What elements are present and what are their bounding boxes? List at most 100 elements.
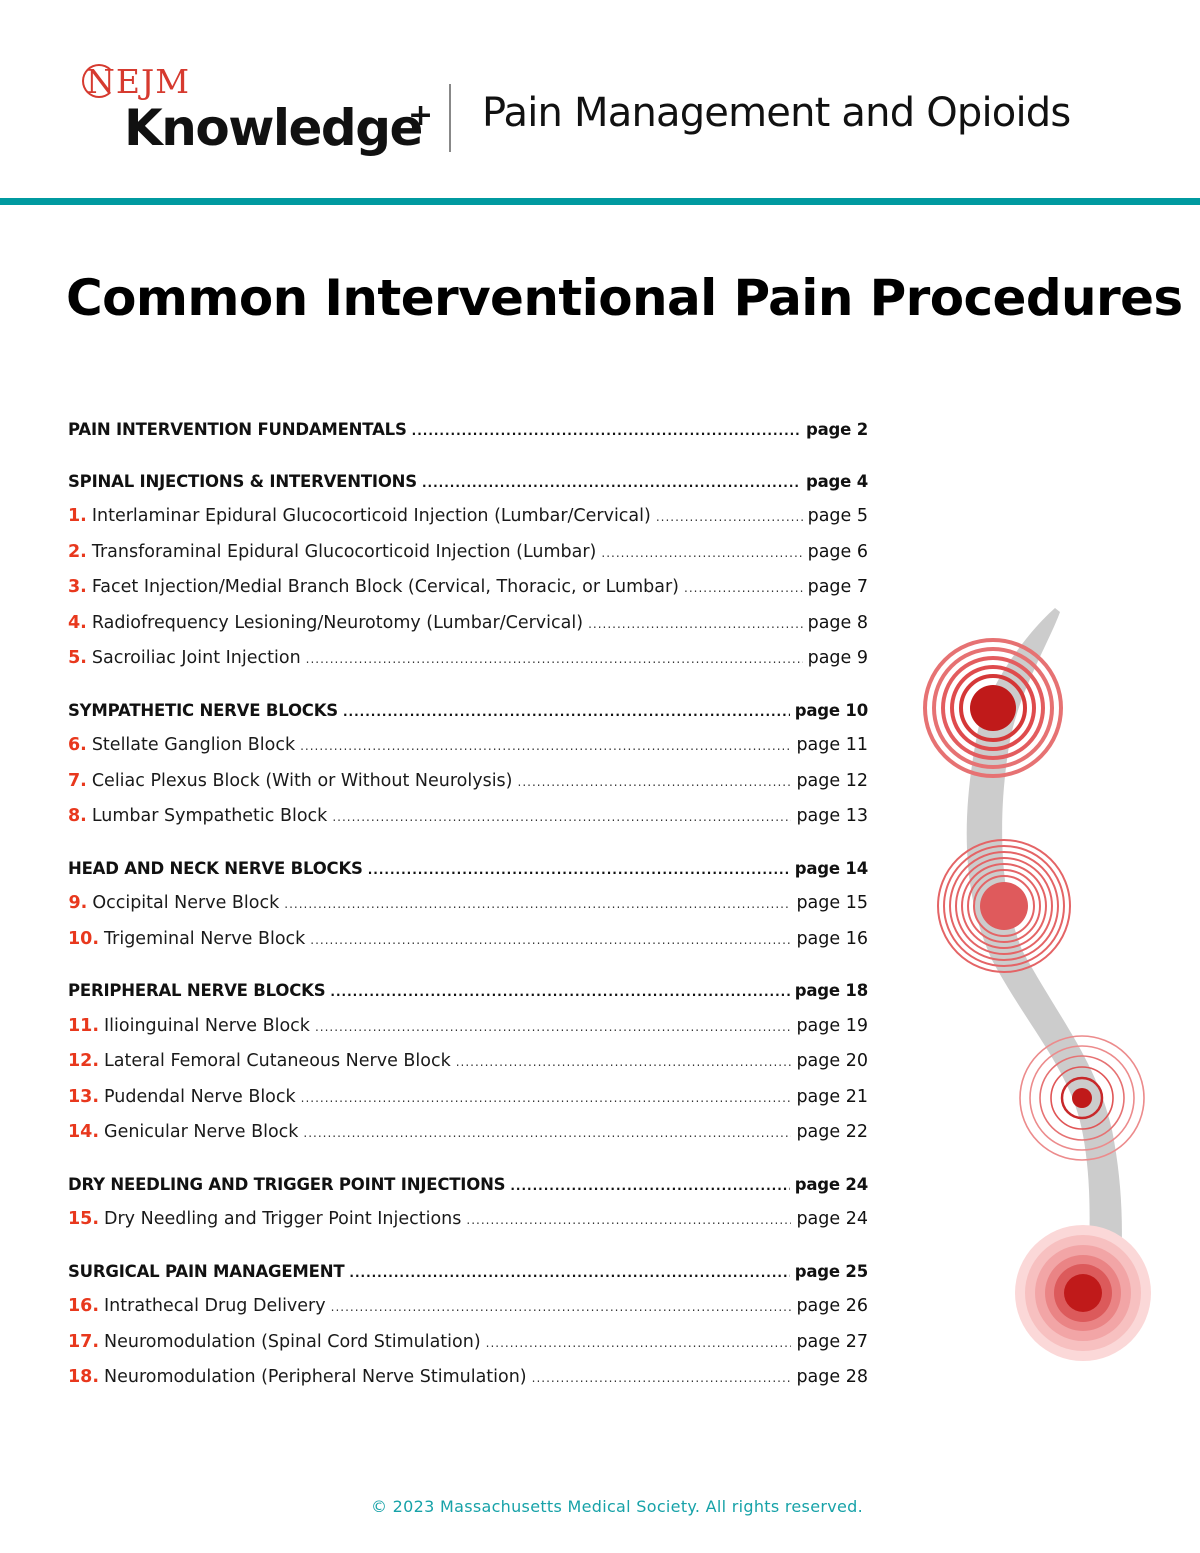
toc-leader-dots xyxy=(601,536,802,572)
toc-section-label: DRY NEEDLING AND TRIGGER POINT INJECTION… xyxy=(68,1174,506,1194)
toc-item-label: Neuromodulation (Spinal Cord Stimulation… xyxy=(104,1331,481,1352)
logo-plus-sign: + xyxy=(408,98,434,133)
toc-page-number: page 28 xyxy=(796,1367,868,1387)
toc-item-label: Neuromodulation (Peripheral Nerve Stimul… xyxy=(104,1367,527,1387)
toc-item[interactable]: 3. Facet Injection/Medial Branch Block (… xyxy=(68,570,868,606)
toc-item-label: Pudendal Nerve Block xyxy=(104,1086,296,1107)
toc-item[interactable]: 5. Sacroiliac Joint Injection page 9 xyxy=(68,641,868,677)
toc-page-number: page 7 xyxy=(807,577,868,597)
toc-section-head-and-neck-nerve-blocks[interactable]: HEAD AND NECK NERVE BLOCKS page 14 xyxy=(68,851,868,887)
toc-page-number: page 14 xyxy=(794,858,868,878)
toc-item[interactable]: 16. Intrathecal Drug Delivery page 26 xyxy=(68,1289,868,1325)
toc-item[interactable]: 9. Occipital Nerve Block page 15 xyxy=(68,886,868,922)
toc-item-label: Intrathecal Drug Delivery xyxy=(104,1296,326,1316)
spine-shape xyxy=(966,608,1122,1280)
toc-page-number: page 24 xyxy=(796,1209,868,1229)
toc-leader-dots xyxy=(284,887,791,923)
toc-page-number: page 20 xyxy=(796,1051,868,1071)
toc-leader-dots xyxy=(331,1290,792,1326)
toc-item[interactable]: 6. Stellate Ganglion Block page 11 xyxy=(68,728,868,764)
document-header: NEJM Knowledge + Pain Management and Opi… xyxy=(0,0,1200,205)
pain-target-1 xyxy=(923,638,1063,778)
toc-page-number: page 4 xyxy=(806,471,868,491)
toc-section-surgical-pain-management[interactable]: SURGICAL PAIN MANAGEMENT page 25 xyxy=(68,1254,868,1290)
toc-page-number: page 5 xyxy=(807,506,868,526)
toc-leader-dots xyxy=(332,800,791,836)
header-rule xyxy=(0,198,1200,205)
toc-item-label: Stellate Ganglion Block xyxy=(91,735,296,755)
toc-item[interactable]: 1. Interlaminar Epidural Glucocorticoid … xyxy=(68,499,868,535)
toc-page-number: page 22 xyxy=(796,1122,868,1142)
toc-leader-dots xyxy=(588,607,803,643)
toc-leader-dots xyxy=(510,1169,789,1205)
toc-item-number: 10. xyxy=(68,928,100,949)
toc-item-label: Occipital Nerve Block xyxy=(92,893,280,913)
toc-item-label: Trigeminal Nerve Block xyxy=(104,928,306,949)
toc-item-number: 18. xyxy=(68,1367,100,1387)
toc-item[interactable]: 2. Transforaminal Epidural Glucocorticoi… xyxy=(68,535,868,571)
toc-item-number: 12. xyxy=(68,1051,100,1071)
toc-item[interactable]: 8. Lumbar Sympathetic Block page 13 xyxy=(68,799,868,835)
toc-item-number: 3. xyxy=(68,577,87,597)
toc-item-number: 17. xyxy=(68,1331,100,1352)
toc-item-label: Lumbar Sympathetic Block xyxy=(91,806,328,826)
toc-leader-dots xyxy=(349,1256,789,1292)
toc-item-number: 4. xyxy=(68,612,87,633)
toc-leader-dots xyxy=(518,765,792,801)
toc-item[interactable]: 17. Neuromodulation (Spinal Cord Stimula… xyxy=(68,1325,868,1361)
toc-item[interactable]: 4. Radiofrequency Lesioning/Neurotomy (L… xyxy=(68,606,868,642)
toc-item-label: Facet Injection/Medial Branch Block (Cer… xyxy=(91,577,680,597)
toc-page-number: page 19 xyxy=(796,1015,868,1036)
toc-item-label: Ilioinguinal Nerve Block xyxy=(104,1015,310,1036)
toc-item-label: Transforaminal Epidural Glucocorticoid I… xyxy=(91,541,597,562)
toc-item[interactable]: 11. Ilioinguinal Nerve Block page 19 xyxy=(68,1009,868,1045)
toc-item-number: 6. xyxy=(68,735,87,755)
header-subtitle: Pain Management and Opioids xyxy=(482,90,1071,136)
toc-leader-dots xyxy=(306,642,803,678)
toc-section-label: HEAD AND NECK NERVE BLOCKS xyxy=(68,858,363,878)
toc-section-peripheral-nerve-blocks[interactable]: PERIPHERAL NERVE BLOCKS page 18 xyxy=(68,973,868,1009)
toc-section-spinal-injections[interactable]: SPINAL INJECTIONS & INTERVENTIONS page 4 xyxy=(68,464,868,500)
toc-item[interactable]: 10. Trigeminal Nerve Block page 16 xyxy=(68,922,868,958)
header-divider xyxy=(449,84,451,152)
toc-item-number: 5. xyxy=(68,648,87,668)
pain-target-4 xyxy=(1015,1225,1151,1361)
toc-item-label: Dry Needling and Trigger Point Injection… xyxy=(104,1209,462,1229)
toc-item-number: 7. xyxy=(68,770,87,791)
toc-leader-dots xyxy=(456,1045,792,1081)
toc-item-number: 9. xyxy=(68,893,88,913)
toc-item-number: 15. xyxy=(68,1209,100,1229)
toc-leader-dots xyxy=(310,923,791,959)
toc-page-number: page 16 xyxy=(796,928,868,949)
toc-item[interactable]: 13. Pudendal Nerve Block page 21 xyxy=(68,1080,868,1116)
toc-section-pain-intervention-fundamentals[interactable]: PAIN INTERVENTION FUNDAMENTALS page 2 xyxy=(68,412,868,448)
toc-item-number: 14. xyxy=(68,1122,100,1142)
toc-section-sympathetic-nerve-blocks[interactable]: SYMPATHETIC NERVE BLOCKS page 10 xyxy=(68,693,868,729)
toc-leader-dots xyxy=(343,695,790,731)
table-of-contents: PAIN INTERVENTION FUNDAMENTALS page 2 SP… xyxy=(68,412,868,1396)
toc-page-number: page 8 xyxy=(807,612,868,633)
toc-page-number: page 6 xyxy=(807,541,868,562)
toc-item-label: Lateral Femoral Cutaneous Nerve Block xyxy=(104,1051,451,1071)
toc-section-dry-needling[interactable]: DRY NEEDLING AND TRIGGER POINT INJECTION… xyxy=(68,1167,868,1203)
toc-item[interactable]: 12. Lateral Femoral Cutaneous Nerve Bloc… xyxy=(68,1044,868,1080)
toc-section-label: SYMPATHETIC NERVE BLOCKS xyxy=(68,700,338,720)
toc-leader-dots xyxy=(422,466,801,502)
spine-pain-points-illustration xyxy=(900,590,1180,1370)
toc-item[interactable]: 14. Genicular Nerve Block page 22 xyxy=(68,1115,868,1151)
toc-page-number: page 26 xyxy=(796,1296,868,1316)
toc-section-label: PERIPHERAL NERVE BLOCKS xyxy=(68,981,326,1000)
toc-item-number: 1. xyxy=(68,506,87,526)
toc-leader-dots xyxy=(330,975,789,1011)
page-title: Common Interventional Pain Procedures xyxy=(66,269,1183,327)
toc-item[interactable]: 18. Neuromodulation (Peripheral Nerve St… xyxy=(68,1360,868,1396)
toc-item[interactable]: 15. Dry Needling and Trigger Point Injec… xyxy=(68,1202,868,1238)
toc-page-number: page 12 xyxy=(796,770,868,791)
logo-nejm-text: NEJM xyxy=(86,62,190,101)
toc-item-number: 13. xyxy=(68,1086,100,1107)
toc-page-number: page 18 xyxy=(794,981,868,1000)
toc-leader-dots xyxy=(368,853,790,889)
toc-leader-dots xyxy=(303,1116,791,1152)
toc-item-label: Interlaminar Epidural Glucocorticoid Inj… xyxy=(91,506,651,526)
toc-item[interactable]: 7. Celiac Plexus Block (With or Without … xyxy=(68,764,868,800)
